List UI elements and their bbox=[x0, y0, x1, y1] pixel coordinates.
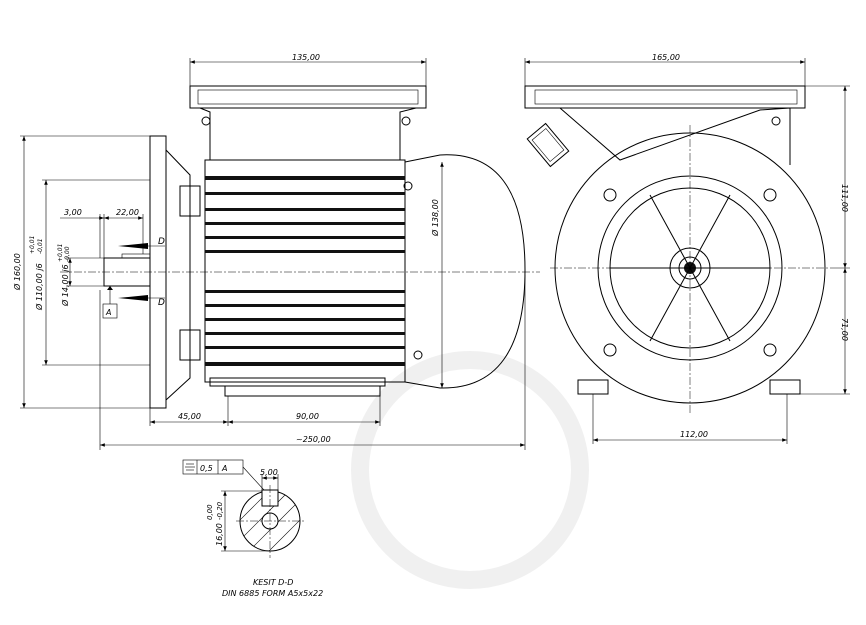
dim-shaft-tol-upper: +0,01 bbox=[57, 244, 64, 262]
dim-key-width: 5,00 bbox=[260, 468, 278, 477]
dim-shaft-diameter: Ø 14,00 j6 bbox=[60, 264, 70, 307]
dim-key-tol-upper: 0,00 bbox=[206, 504, 214, 520]
motor-side-view bbox=[524, 85, 830, 415]
dim-fan-cover-diameter: Ø 138,00 bbox=[430, 199, 440, 237]
front-view-dimensions: 135,00 Ø 138,00 Ø 160,00 Ø 110,00 j6 +0,… bbox=[12, 53, 526, 450]
dim-shaft-height: 71,00 bbox=[840, 318, 849, 341]
dim-total-length: ~250,00 bbox=[296, 435, 331, 444]
tolerance-datum: A bbox=[221, 464, 227, 473]
section-mark-bottom: D bbox=[158, 298, 165, 308]
dim-shaft-length: 22,00 bbox=[116, 208, 139, 217]
section-subtitle: DIN 6885 FORM A5x5x22 bbox=[222, 589, 323, 598]
section-title: KESIT D-D bbox=[253, 578, 293, 587]
motor-front-view bbox=[60, 85, 540, 409]
watermark bbox=[351, 351, 589, 589]
datum-a-label: A bbox=[105, 308, 111, 317]
dim-flange-to-foot: 45,00 bbox=[178, 412, 201, 421]
cable-gland bbox=[526, 122, 570, 168]
symmetry-icon bbox=[185, 463, 195, 471]
section-mark-top: D bbox=[158, 237, 165, 247]
dim-key-tol-lower: -0,20 bbox=[216, 501, 224, 520]
dim-flange-diameter: Ø 160,00 bbox=[12, 253, 22, 291]
dim-foot-spacing: 112,00 bbox=[680, 430, 708, 439]
side-view-dimensions: 165,00 111,00 71,00 112,00 bbox=[524, 53, 850, 444]
tolerance-value: 0,5 bbox=[200, 464, 213, 473]
dim-key-height: 16,00 bbox=[215, 523, 224, 546]
dim-front-width: 135,00 bbox=[292, 53, 320, 62]
dim-side-height-top: 111,00 bbox=[840, 184, 849, 212]
dim-foot-holes: 90,00 bbox=[296, 412, 319, 421]
dim-shaft-tol-lower: -0,00 bbox=[64, 246, 71, 262]
dim-side-width: 165,00 bbox=[652, 53, 680, 62]
dim-spigot-diameter: Ø 110,00 j6 bbox=[34, 263, 44, 311]
dim-spigot-tol-lower: -0,01 bbox=[37, 238, 44, 254]
dim-spigot-tol-upper: +0,01 bbox=[29, 236, 36, 254]
section-d-d: 0,5 A 5,00 16,00 0,00 -0,20 KESIT D-D DI… bbox=[182, 459, 323, 598]
dim-shoulder: 3,00 bbox=[64, 208, 82, 217]
cooling-fins bbox=[205, 176, 405, 366]
